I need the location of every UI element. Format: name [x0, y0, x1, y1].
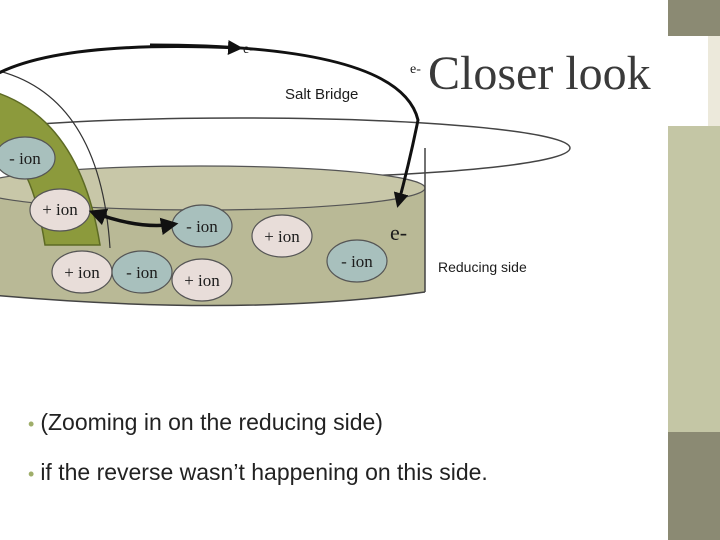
- salt-bridge-label: Salt Bridge: [285, 86, 359, 103]
- ion-label-negative: - ion: [341, 252, 373, 271]
- decorative-stripe-bottom: [668, 432, 720, 540]
- electron-label: e-: [410, 62, 421, 77]
- bullet-item: •if the reverse wasn’t happening on this…: [28, 459, 488, 485]
- bullet-dot-icon: •: [28, 464, 35, 484]
- title-box: [424, 36, 708, 126]
- ion-label-positive: + ion: [42, 200, 78, 219]
- decorative-stripe-top: [668, 0, 720, 36]
- electron-path-arc: [149, 43, 420, 208]
- ion-exchange-arrow: [88, 208, 179, 235]
- electron-label-large: e-: [390, 220, 408, 245]
- ion-label-positive: + ion: [184, 271, 220, 290]
- slide-title: Closer look: [428, 47, 651, 100]
- electron-path-arc: [0, 39, 243, 75]
- ion-circle: [171, 258, 233, 302]
- bullet-list: •(Zooming in on the reducing side) •if t…: [28, 398, 658, 498]
- decorative-stripe-middle: [668, 126, 720, 432]
- bullet-item: •(Zooming in on the reducing side): [28, 409, 383, 435]
- ion-circle: [111, 250, 173, 294]
- ion-circle: [0, 136, 56, 180]
- beaker-bottom: [0, 291, 426, 307]
- ion-label-negative: - ion: [186, 217, 218, 236]
- bullet-dot-icon: •: [28, 414, 35, 434]
- electron-label: e-: [243, 42, 254, 57]
- ion-label-positive: + ion: [64, 263, 100, 282]
- ion-label-positive: + ion: [264, 227, 300, 246]
- ion-label-negative: - ion: [9, 149, 41, 168]
- ion-circle: [251, 214, 313, 258]
- reducing-side-label: Reducing side: [438, 259, 527, 275]
- ion-label-negative: - ion: [126, 263, 158, 282]
- ion-circle: [326, 239, 388, 283]
